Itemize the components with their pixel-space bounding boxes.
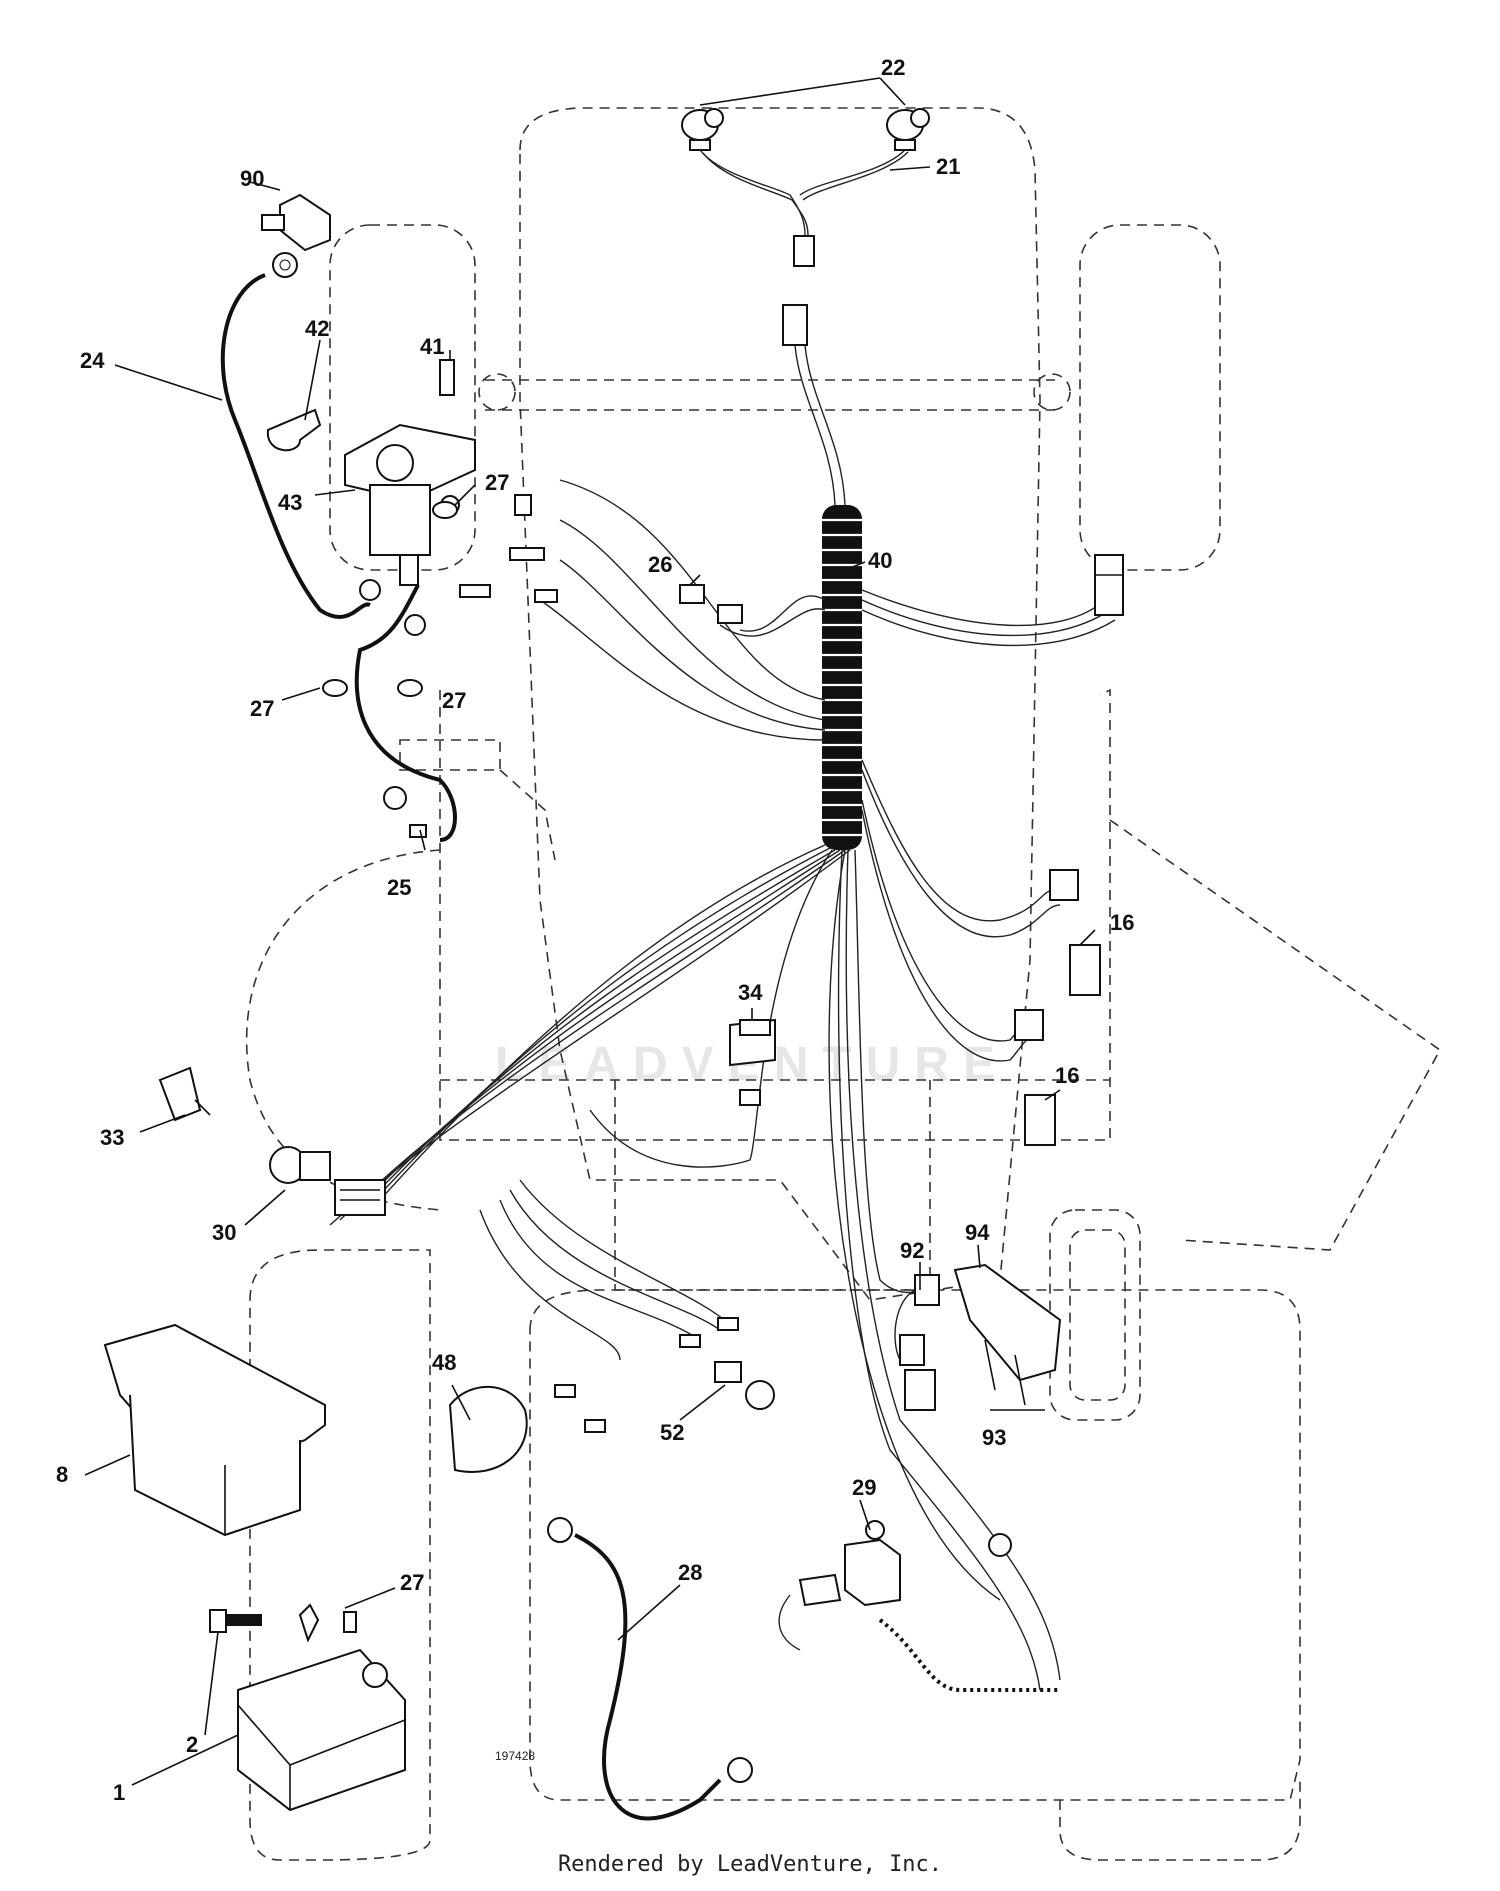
callout-21: 21 [936, 154, 960, 179]
battery-1 [237, 1648, 406, 1812]
callout-27-left: 27 [250, 696, 274, 721]
cable-24 [220, 252, 381, 619]
battery-box-8 [103, 1323, 326, 1537]
callout-42: 42 [305, 316, 329, 341]
callout-94: 94 [965, 1220, 990, 1245]
callout-27-battery: 27 [400, 1570, 424, 1595]
terminal-cap-90 [261, 193, 331, 252]
callout-16-upper: 16 [1110, 910, 1134, 935]
harness-terminals [459, 494, 558, 603]
callout-41: 41 [420, 334, 444, 359]
callout-48: 48 [432, 1350, 456, 1375]
callout-2: 2 [186, 1732, 198, 1757]
bolt-2 [209, 1609, 262, 1633]
right-harness-connector [1094, 554, 1124, 616]
nuts-27 [322, 501, 458, 697]
connector-48 [448, 1384, 606, 1473]
callout-52: 52 [660, 1420, 684, 1445]
callout-27-upper: 27 [485, 470, 509, 495]
callout-30: 30 [212, 1220, 236, 1245]
harness-coil-40 [822, 505, 862, 850]
fuse-26 [679, 584, 743, 624]
solenoid-43 [266, 359, 476, 842]
callout-22: 22 [881, 55, 905, 80]
key-33 [158, 1066, 211, 1122]
wiring-harness [329, 344, 1116, 1691]
callout-92: 92 [900, 1238, 924, 1263]
headlight-assembly [681, 108, 930, 346]
callout-93: 93 [982, 1425, 1006, 1450]
callout-34: 34 [738, 980, 763, 1005]
callout-16-lower: 16 [1055, 1063, 1079, 1088]
rendered-by-footer: Rendered by LeadVenture, Inc. [557, 1852, 943, 1877]
callout-27-right: 27 [442, 688, 466, 713]
leader-lines [84, 77, 1096, 1786]
cable-25 [383, 786, 427, 838]
ignition-switch-30 [269, 1146, 386, 1216]
callout-29: 29 [852, 1475, 876, 1500]
callout-labels: 22 21 90 24 42 41 43 27 26 40 27 27 25 1… [56, 55, 1134, 1805]
cable-28 [547, 1517, 753, 1821]
callout-24: 24 [80, 348, 105, 373]
connector-52 [679, 1317, 775, 1410]
tractor-outline [245, 107, 1442, 1861]
callout-1: 1 [113, 1780, 125, 1805]
switches-16 [1014, 869, 1101, 1146]
callout-90: 90 [240, 166, 264, 191]
callout-40: 40 [868, 548, 892, 573]
callout-33: 33 [100, 1125, 124, 1150]
callout-8: 8 [56, 1462, 68, 1487]
callout-25: 25 [387, 875, 411, 900]
module-92-94 [894, 1263, 1062, 1411]
callout-26: 26 [648, 552, 672, 577]
battery-nut-27 [298, 1603, 357, 1643]
drawing-number: 197428 [495, 1749, 535, 1763]
switch-34 [729, 1018, 776, 1106]
switch-29 [778, 1520, 1060, 1692]
callout-28: 28 [678, 1560, 702, 1585]
callout-43: 43 [278, 490, 302, 515]
